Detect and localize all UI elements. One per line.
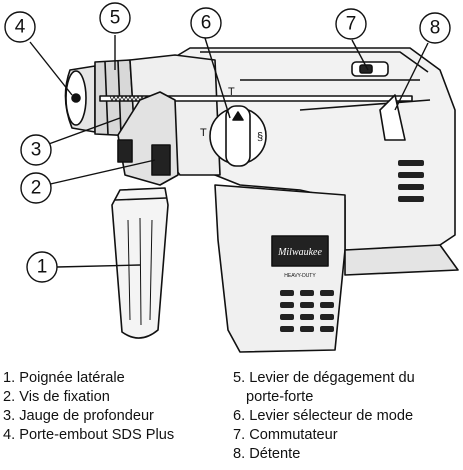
callout-number-1: 1 xyxy=(37,257,48,278)
callout-number-7: 7 xyxy=(346,14,357,35)
callout-number-2: 2 xyxy=(31,178,42,199)
chuck-hole xyxy=(71,93,81,103)
battery-pack xyxy=(214,184,346,353)
callout-number-4: 4 xyxy=(15,17,26,38)
callout-number-5: 5 xyxy=(110,8,121,29)
legend-item-2: 2. Vis de fixation xyxy=(3,389,110,405)
callout-1 xyxy=(26,251,58,283)
callout-2 xyxy=(20,172,52,204)
legend-item-4: 4. Porte-embout SDS Plus xyxy=(3,427,175,443)
callout-4 xyxy=(4,11,36,43)
legend-item-5-continued: porte-forte xyxy=(246,389,314,405)
callout-7 xyxy=(335,8,367,40)
drill-illustration: T T § Milwaukee HEAVY-DUTY xyxy=(64,47,459,353)
legend-item-8: 8. Détente xyxy=(233,446,301,462)
logo-subtext: HEAVY-DUTY xyxy=(284,273,316,279)
callout-3 xyxy=(20,134,52,166)
legend-item-7: 7. Commutateur xyxy=(233,427,338,443)
handle-grip xyxy=(127,217,153,326)
dial-arrow xyxy=(232,111,244,121)
leader-lines xyxy=(29,35,429,268)
legend-item-1: 1. Poignée latérale xyxy=(3,370,125,386)
callout-number-3: 3 xyxy=(31,140,42,161)
parts-legend-left: 1. Poignée latérale 2. Vis de fixation 3… xyxy=(3,369,174,445)
parts-legend-right: 5. Levier de dégagement du porte-forte 6… xyxy=(233,369,415,464)
vent-slots-front xyxy=(280,290,334,332)
legend-item-6: 6. Levier sélecteur de mode xyxy=(233,408,414,424)
callouts xyxy=(4,2,451,283)
logo-panel xyxy=(271,235,329,267)
legend-item-3: 3. Jauge de profondeur xyxy=(3,408,154,424)
depth-gauge-rod xyxy=(99,95,413,102)
callout-number-6: 6 xyxy=(201,13,212,34)
mode-mark: § xyxy=(257,131,263,143)
mode-mark: T xyxy=(200,127,207,139)
handle-collar xyxy=(114,197,167,201)
callout-6 xyxy=(190,7,222,39)
brand-logo: Milwaukee xyxy=(277,247,322,258)
battery-base xyxy=(344,244,459,276)
top-ridge xyxy=(200,51,429,73)
mode-selector-lever xyxy=(225,105,251,167)
legend-item-5: 5. Levier de dégagement du xyxy=(233,370,415,386)
callout-numbers: 4 5 6 7 8 3 2 1 xyxy=(15,8,441,278)
clamp-detail xyxy=(117,139,133,163)
callout-number-8: 8 xyxy=(430,18,441,39)
trigger xyxy=(379,94,406,141)
mode-mark: T xyxy=(228,86,235,98)
callout-8 xyxy=(419,12,451,44)
callout-5 xyxy=(99,2,131,34)
vent-slots-rear xyxy=(398,160,424,202)
